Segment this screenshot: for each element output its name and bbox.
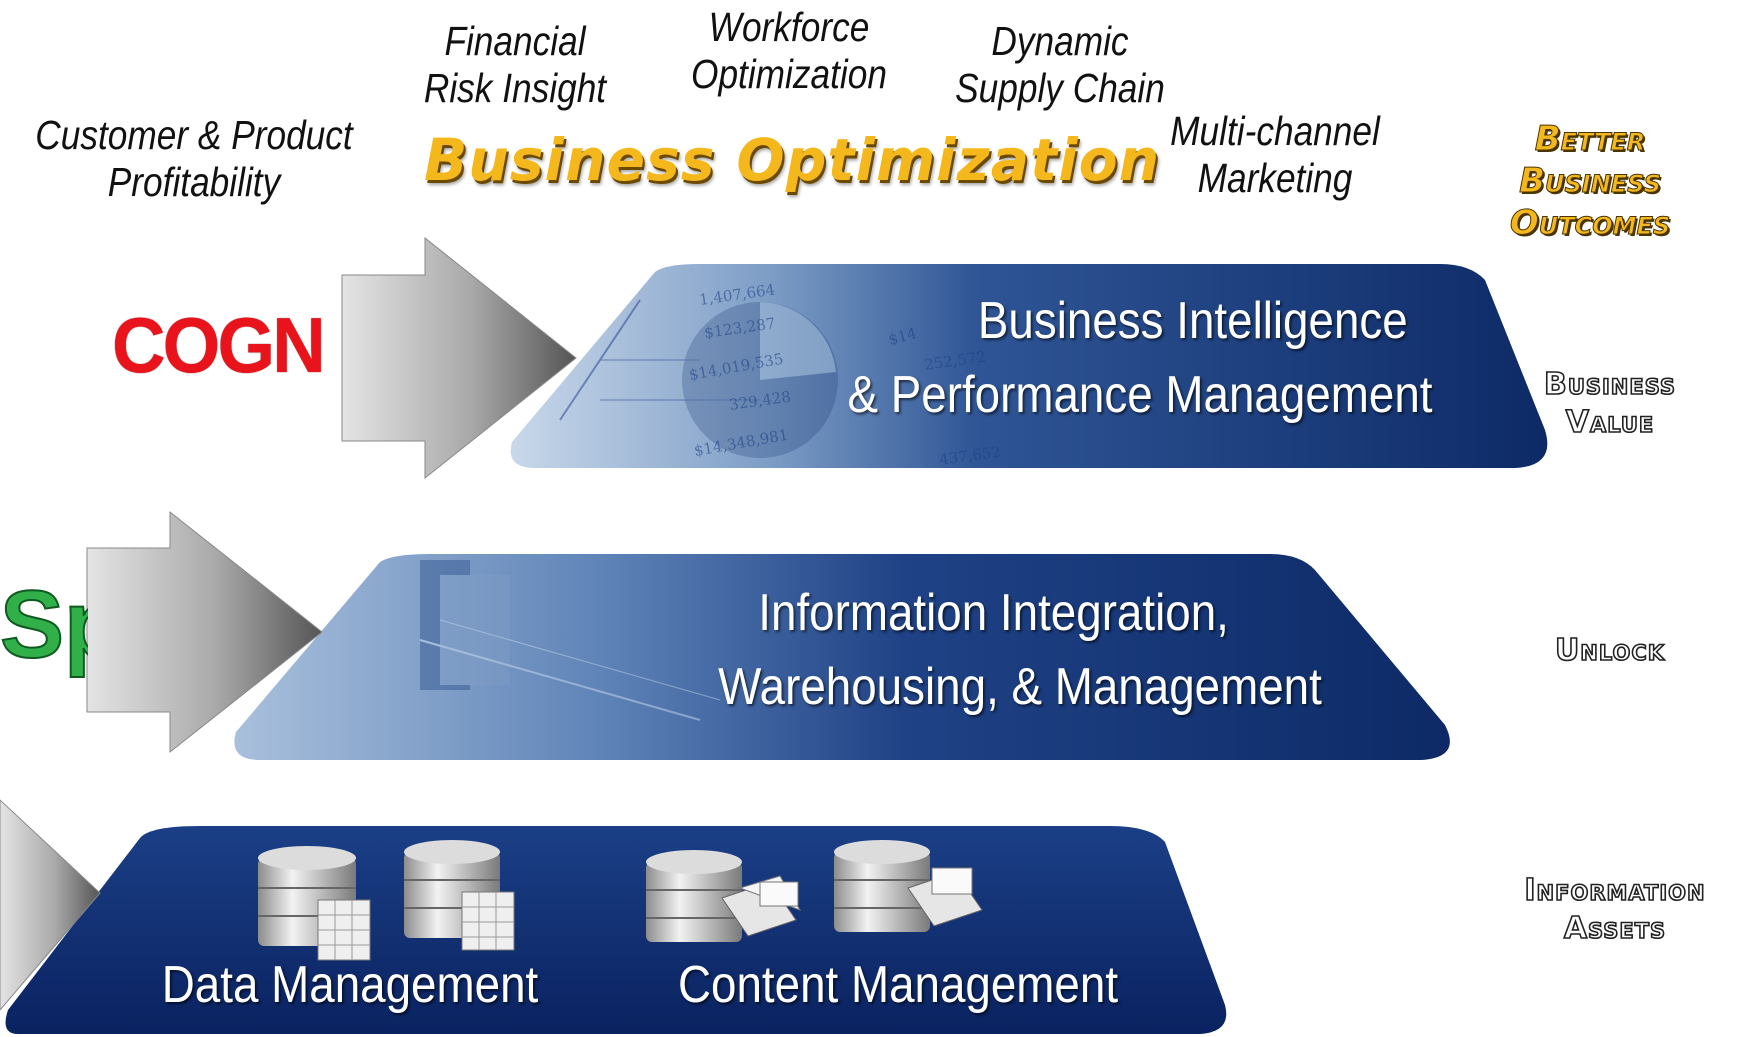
marketing-line-2: Marketing (1197, 155, 1353, 201)
customer-line-1: Customer & Product (35, 112, 353, 158)
data-management-label: Data Management (161, 956, 539, 1014)
arrow-1 (341, 236, 577, 480)
information-integration-band (234, 554, 1450, 760)
information-assets-label: Information Assets (1480, 872, 1750, 948)
content-management-label: Content Management (677, 956, 1119, 1014)
ii-line-1: Information Integration, (758, 584, 1229, 642)
workforce-line-1: Workforce (708, 4, 870, 50)
customer-line-2: Profitability (107, 159, 281, 205)
arrow-3 (0, 799, 101, 1011)
information-assets-line-1: Information (1524, 872, 1706, 909)
arrow-2 (86, 510, 323, 754)
marketing-line-1: Multi-channel (1170, 108, 1380, 154)
multi-channel-marketing-label: Multi-channel Marketing (1168, 108, 1383, 202)
information-assets-line-2: Assets (1563, 910, 1667, 947)
workforce-optimization-label: Workforce Optimization (682, 4, 897, 98)
financial-risk-insight-label: Financial Risk Insight (408, 18, 623, 112)
documents-stack-image (419, 560, 721, 721)
financial-line-2: Risk Insight (423, 65, 607, 111)
outcomes-line-1: Better (1534, 119, 1646, 160)
cognos-logo: COGN (112, 301, 326, 389)
ii-layer-label: Information Integration, Warehousing, & … (650, 576, 1389, 724)
database-mail-icon-2 (834, 840, 983, 932)
outcomes-line-3: Outcomes (1509, 203, 1671, 244)
business-value-label: Business Value (1490, 366, 1730, 442)
outcomes-line-2: Business (1519, 161, 1662, 202)
business-value-line-1: Business (1543, 366, 1677, 403)
database-spreadsheet-icon-1 (258, 846, 371, 961)
database-mail-icon-1 (646, 850, 802, 942)
bi-chart-image (559, 299, 838, 458)
business-optimization-title: Business Optimization (424, 126, 1161, 194)
workforce-line-2: Optimization (691, 51, 887, 97)
financial-line-1: Financial (444, 18, 586, 64)
bi-layer-label: Business Intelligence & Performance Mana… (753, 284, 1527, 432)
dynamic-supply-chain-label: Dynamic Supply Chain (953, 18, 1168, 112)
unlock-label: Unlock (1554, 632, 1666, 669)
better-business-outcomes-label: Better Business Outcomes (1460, 118, 1720, 244)
customer-product-profitability-label: Customer & Product Profitability (31, 112, 358, 206)
bi-line-1: Business Intelligence (977, 292, 1408, 350)
spss-logo: Sp (0, 570, 88, 679)
ii-line-2: Warehousing, & Management (718, 658, 1322, 716)
bi-line-2: & Performance Management (847, 366, 1433, 424)
supply-line-1: Dynamic (991, 18, 1129, 64)
business-value-line-2: Value (1565, 404, 1655, 441)
supply-line-2: Supply Chain (955, 65, 1165, 111)
database-spreadsheet-icon-2 (404, 840, 515, 951)
